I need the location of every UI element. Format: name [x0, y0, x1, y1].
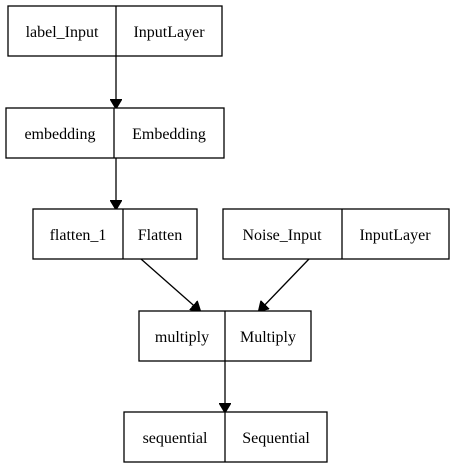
node-multiply[interactable]: multiply Multiply [138, 310, 312, 362]
edge-noise_input-to-multiply [259, 258, 310, 311]
node-multiply-type: Multiply [240, 329, 296, 346]
node-multiply-name: multiply [155, 329, 209, 346]
edge-flatten_1-to-multiply [140, 258, 200, 311]
node-embedding-name: embedding [24, 126, 95, 143]
node-flatten-1-type: Flatten [138, 227, 182, 244]
node-noise-input[interactable]: Noise_Input InputLayer [222, 208, 450, 260]
node-label-input-name: label_Input [26, 24, 99, 41]
node-flatten-1[interactable]: flatten_1 Flatten [32, 208, 198, 260]
node-embedding-type: Embedding [132, 126, 206, 143]
node-flatten-1-name: flatten_1 [50, 227, 107, 244]
node-label-input-type: InputLayer [133, 24, 205, 41]
node-label-input[interactable]: label_Input InputLayer [7, 5, 223, 57]
node-noise-input-name: Noise_Input [242, 227, 322, 244]
node-embedding[interactable]: embedding Embedding [5, 107, 225, 159]
node-sequential[interactable]: sequential Sequential [123, 411, 328, 463]
node-sequential-name: sequential [143, 430, 208, 447]
node-sequential-type: Sequential [242, 430, 310, 447]
node-noise-input-type: InputLayer [359, 227, 431, 244]
edges-layer [116, 56, 310, 412]
